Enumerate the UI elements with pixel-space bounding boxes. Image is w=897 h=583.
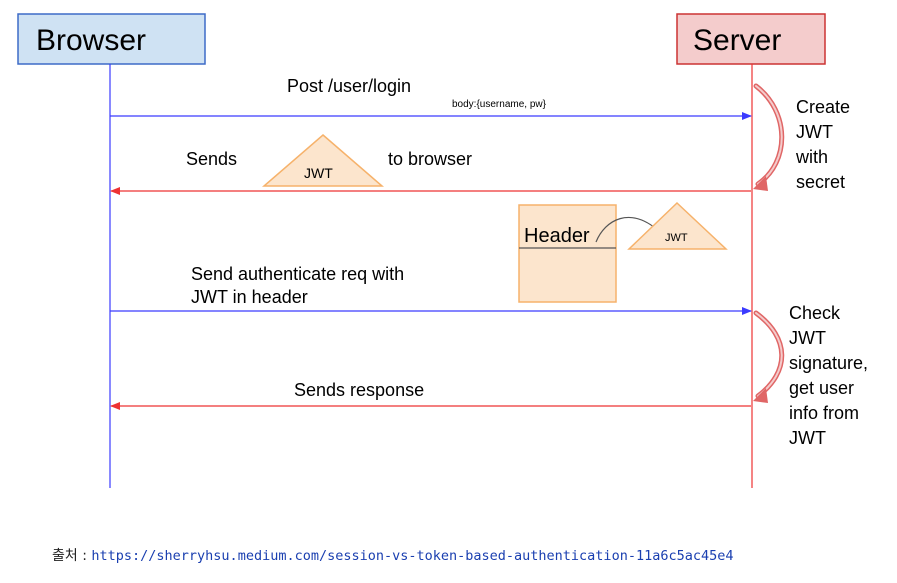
server-label: Server xyxy=(693,24,781,57)
create-note: Create JWT with secret xyxy=(795,97,855,192)
server-participant: Server xyxy=(676,13,826,65)
create-note-line: Create xyxy=(796,97,850,117)
check-note-line: get user xyxy=(789,378,854,398)
header-jwt-label: JWT xyxy=(665,232,688,244)
auth-request-line1: Send authenticate req with xyxy=(191,264,404,284)
jwt-token-triangle: JWT xyxy=(261,134,385,187)
check-note-line: Check xyxy=(789,303,841,323)
auth-request-line2: JWT in header xyxy=(191,287,308,307)
check-note-line: info from xyxy=(789,403,859,423)
check-note-line: JWT xyxy=(789,428,826,448)
check-note-line: JWT xyxy=(789,328,826,348)
check-note-line: signature, xyxy=(789,353,868,373)
browser-label: Browser xyxy=(36,24,146,57)
check-jwt-curved-arrow xyxy=(753,310,785,403)
send-jwt-suffix: to browser xyxy=(388,149,472,169)
jwt-token-label: JWT xyxy=(304,165,333,181)
header-label: Header xyxy=(524,225,590,247)
create-note-line: with xyxy=(795,147,828,167)
login-label: Post /user/login xyxy=(287,76,411,96)
login-body-label: body:{username, pw} xyxy=(452,99,547,110)
source-prefix: 출처 : xyxy=(52,548,92,564)
source-caption: 출처 : https://sherryhsu.medium.com/sessio… xyxy=(52,545,733,565)
create-note-line: secret xyxy=(796,172,845,192)
browser-participant: Browser xyxy=(17,13,206,65)
header-jwt-connector xyxy=(595,216,661,243)
response-label: Sends response xyxy=(294,380,424,400)
source-link[interactable]: https://sherryhsu.medium.com/session-vs-… xyxy=(91,548,734,564)
header-jwt-triangle: JWT xyxy=(627,201,728,250)
send-jwt-prefix: Sends xyxy=(186,149,237,169)
create-jwt-curved-arrow xyxy=(753,83,785,191)
header-box: Header xyxy=(518,204,617,303)
create-note-line: JWT xyxy=(796,122,833,142)
check-note: Check JWT signature, get user info from … xyxy=(789,303,873,448)
